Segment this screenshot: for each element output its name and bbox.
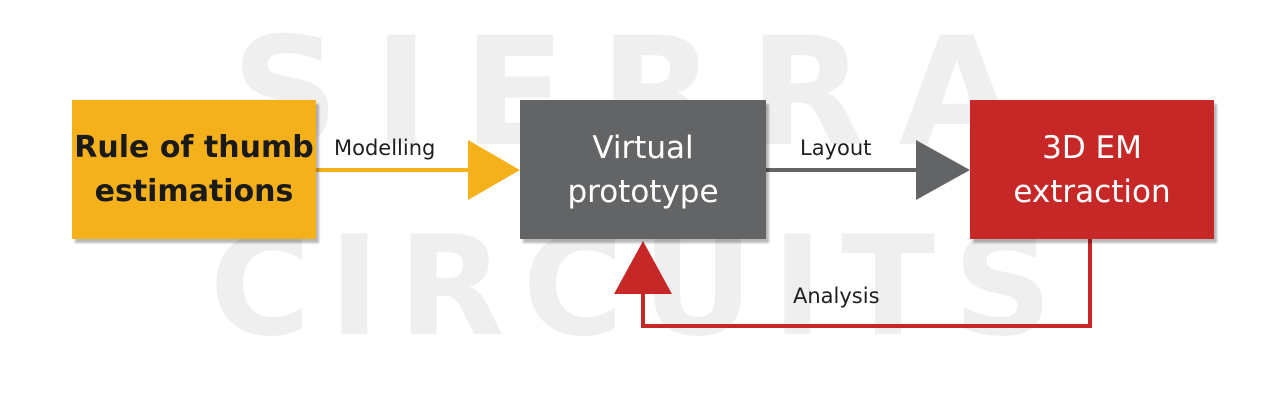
edge-layout (766, 140, 970, 200)
edge-analysis-line (641, 239, 1092, 328)
edge-label-analysis: Analysis (793, 284, 880, 308)
node-rule-of-thumb-estimations: Rule of thumb estimations (72, 100, 316, 239)
edge-layout-arrowhead (916, 140, 970, 200)
node-3d-em-extraction-line1: 3D EM (1042, 129, 1142, 166)
node-rule-of-thumb-line2: estimations (94, 173, 294, 209)
edge-analysis (614, 239, 1092, 328)
node-3d-em-extraction-line2: extraction (1013, 173, 1171, 210)
node-virtual-prototype-line1: Virtual (592, 129, 694, 166)
edge-modelling (316, 140, 520, 200)
edge-label-layout: Layout (800, 136, 872, 160)
edge-analysis-arrowhead (614, 241, 672, 294)
node-3d-em-extraction: 3D EM extraction (970, 100, 1214, 239)
node-virtual-prototype-line2: prototype (567, 173, 719, 210)
node-virtual-prototype: Virtual prototype (520, 100, 766, 239)
edge-modelling-arrowhead (468, 140, 520, 200)
node-rule-of-thumb-line1: Rule of thumb (74, 129, 314, 165)
edge-label-modelling: Modelling (334, 136, 436, 160)
